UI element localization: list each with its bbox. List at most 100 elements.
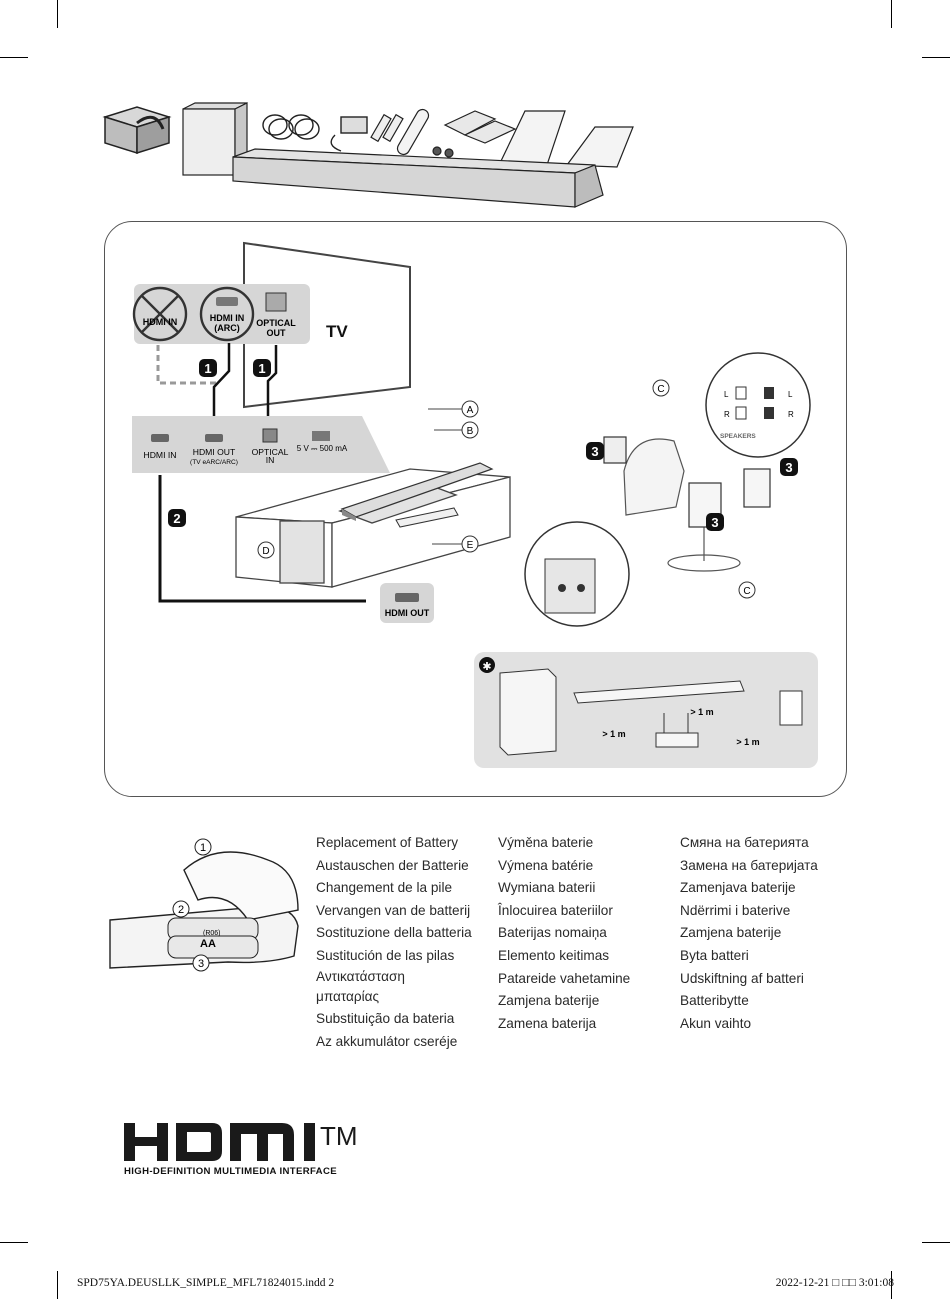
wall-brackets bbox=[432, 110, 517, 158]
battery-replacement-entry: Changement de la pile bbox=[316, 880, 453, 896]
battery-replacement-entry: Batteribytte bbox=[680, 993, 749, 1009]
battery-replacement-entry: Výměna baterie bbox=[498, 835, 594, 850]
battery-step-2: 2 bbox=[178, 904, 184, 916]
terminal-l-minus: L bbox=[788, 390, 793, 399]
tv-stand bbox=[235, 468, 511, 588]
battery-replacement-entry: Αντικατάσταση bbox=[316, 968, 405, 984]
soundbar-hdmi-in-label: HDMI IN bbox=[144, 450, 177, 460]
battery-replacement-entry: μπαταρίας bbox=[316, 988, 380, 1004]
callout-c-label: C bbox=[743, 586, 750, 597]
box-open-icon bbox=[102, 106, 172, 155]
step-1-badge: 1 bbox=[253, 359, 271, 377]
crop-mark bbox=[922, 1242, 950, 1243]
manuals bbox=[500, 110, 634, 168]
crop-mark bbox=[922, 57, 950, 58]
placement-note-panel: ✱ > 1 m > 1 m > 1 m bbox=[474, 652, 818, 768]
step-1-label: 1 bbox=[204, 361, 211, 376]
device-hdmi-out-port: HDMI OUT bbox=[380, 583, 434, 623]
crop-mark bbox=[0, 57, 28, 58]
soundbar-hdmi-out-label: HDMI OUT bbox=[193, 447, 236, 457]
step-1-label: 1 bbox=[258, 361, 265, 376]
battery-replacement-entry: Zamena baterija bbox=[498, 1015, 597, 1031]
battery-replacement-entry: Udskiftning af batteri bbox=[680, 970, 804, 986]
battery-replacement-illustration: AA (R06) 1 2 3 bbox=[109, 838, 299, 972]
soundbar-remote-e bbox=[395, 507, 459, 528]
battery-replacement-entry: Ndërrimi i baterive bbox=[680, 902, 791, 918]
note-star-icon: ✱ bbox=[482, 661, 491, 673]
soundbar-hdmi-in-port: HDMI IN bbox=[144, 434, 177, 460]
step-3-badge: 3 bbox=[706, 513, 724, 531]
step-2-label: 2 bbox=[173, 511, 180, 526]
step-3-badge: 3 bbox=[780, 458, 798, 476]
callout-a-label: A bbox=[467, 405, 474, 416]
battery-replacement-entry: Replacement of Battery bbox=[316, 835, 459, 850]
battery-replacement-entry: Zamjena baterije bbox=[498, 993, 600, 1009]
battery-replacement-entry: Austauschen der Batterie bbox=[316, 857, 469, 873]
soundbar-on-stand bbox=[340, 462, 494, 521]
crop-mark bbox=[57, 1271, 58, 1299]
battery-replacement-entry: Byta batteri bbox=[680, 947, 749, 963]
tv-hdmi-arc-sub: (ARC) bbox=[214, 323, 240, 333]
battery-replacement-entry: Wymiana baterii bbox=[498, 880, 596, 896]
callout-c: C bbox=[738, 581, 756, 599]
tv-optical-label: OPTICAL bbox=[256, 318, 296, 328]
battery-replacement-entry: Az akkumulátor cseréje bbox=[316, 1033, 458, 1049]
speaker-terminal-closeup: L L R R SPEAKERS bbox=[705, 352, 811, 458]
connection-diagram: TV HDMI IN HDMI IN (ARC) OPTICAL OUT 1 1… bbox=[132, 241, 818, 768]
step-3-badge: 3 bbox=[586, 442, 604, 460]
distance-label: > 1 m bbox=[736, 737, 759, 747]
battery-replacement-entry: Substituição da bateria bbox=[316, 1011, 455, 1027]
crop-mark bbox=[0, 1242, 28, 1243]
distance-label: > 1 m bbox=[690, 707, 713, 717]
crop-mark bbox=[891, 1271, 892, 1299]
footer-timestamp: 2022-12-21 □ □□ 3:01:08 bbox=[775, 1277, 894, 1289]
crop-mark bbox=[57, 0, 58, 28]
soundbar-usb-label: 5 V ⎓ 500 mA bbox=[297, 444, 348, 453]
battery-step-3: 3 bbox=[198, 958, 204, 970]
device-hdmi-out-label: HDMI OUT bbox=[385, 608, 430, 618]
remote-and-batteries bbox=[370, 108, 430, 156]
hdmi-subtitle: HIGH-DEFINITION MULTIMEDIA INTERFACE bbox=[124, 1166, 337, 1177]
box-contents-illustration bbox=[102, 102, 634, 208]
battery-replacement-entry: Смяна на батерията bbox=[680, 835, 809, 850]
tv-optical-out-port: OPTICAL OUT bbox=[256, 292, 296, 338]
callout-b-label: B bbox=[467, 426, 474, 437]
soundbar-optical-sub: IN bbox=[266, 455, 275, 465]
terminal-r-minus: R bbox=[788, 410, 794, 419]
soundbar-hdmi-out-port: HDMI OUT (TV eARC/ARC) bbox=[190, 434, 238, 466]
tv-hdmi-arc-label: HDMI IN bbox=[210, 313, 245, 323]
tv-label: TV bbox=[326, 322, 348, 341]
battery-replacement-entry: Sostituzione della batteria bbox=[316, 925, 472, 941]
battery-r06-label: (R06) bbox=[203, 930, 221, 937]
speaker-cable-closeup bbox=[524, 521, 630, 627]
cables-illustration bbox=[262, 114, 368, 152]
callout-a: A bbox=[428, 400, 479, 418]
callout-b: B bbox=[434, 421, 479, 439]
battery-replacement-entry: Baterijas nomaiņa bbox=[498, 925, 607, 941]
battery-replacement-entry: Akun vaihto bbox=[680, 1015, 752, 1031]
hdmi-tm-label: TM bbox=[320, 1121, 358, 1151]
callout-d: D bbox=[257, 541, 275, 559]
tv-hdmi-in-label: HDMI IN bbox=[143, 317, 178, 327]
step-3-label: 3 bbox=[711, 515, 718, 530]
callout-c-label: C bbox=[657, 384, 664, 395]
tv-optical-sub: OUT bbox=[267, 328, 287, 338]
callout-c: C bbox=[652, 379, 670, 397]
distance-label: > 1 m bbox=[602, 729, 625, 739]
terminal-r-plus: R bbox=[724, 410, 730, 419]
callout-e: E bbox=[432, 535, 479, 553]
tv-hdmi-arc-port: HDMI IN (ARC) bbox=[199, 286, 255, 342]
battery-replacement-entry: Zamenjava baterije bbox=[680, 880, 796, 896]
soundbar-illustration bbox=[232, 148, 604, 208]
callout-d-label: D bbox=[262, 546, 269, 557]
battery-replacement-entry: Înlocuirea bateriilor bbox=[498, 902, 613, 918]
callout-e-label: E bbox=[467, 540, 474, 551]
battery-replacement-entry: Elemento keitimas bbox=[498, 947, 610, 963]
footer-file-name: SPD75YA.DEUSLLK_SIMPLE_MFL71824015.indd … bbox=[77, 1277, 335, 1289]
battery-step-1: 1 bbox=[200, 842, 206, 854]
hdmi-logo: TM bbox=[124, 1121, 358, 1161]
soundbar-hdmi-out-sub: (TV eARC/ARC) bbox=[190, 459, 238, 466]
step-1-badge: 1 bbox=[199, 359, 217, 377]
battery-replacement-entry: Výmena batérie bbox=[498, 857, 594, 873]
